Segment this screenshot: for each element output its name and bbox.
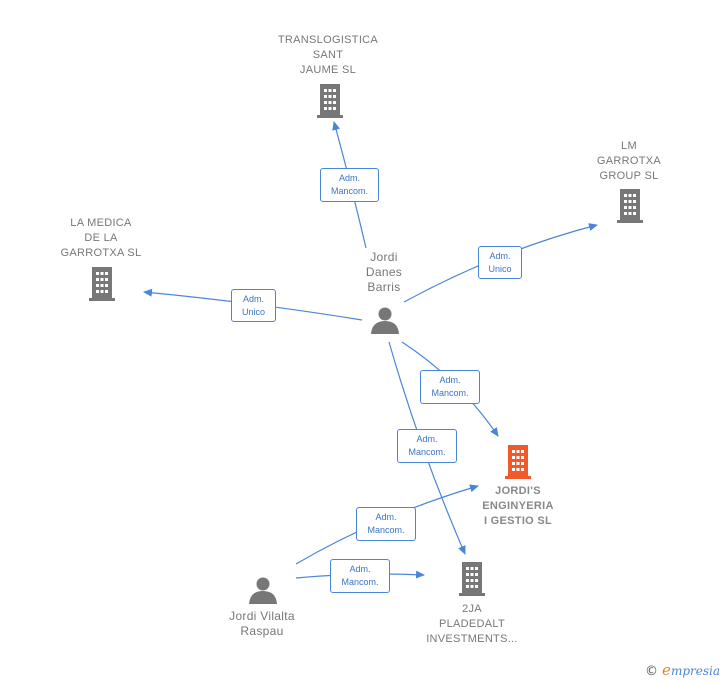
brand-initial: e [662, 661, 671, 679]
edge-label-line2: Mancom. [367, 525, 405, 535]
building-icon[interactable] [317, 84, 343, 118]
building-icon[interactable] [505, 445, 531, 479]
edge-label-line1: Adm. [338, 173, 360, 183]
edge-label-line1: Adm. [489, 251, 511, 261]
edge-label-line1: Adm. [416, 434, 438, 444]
company-label-translogistica[interactable]: TRANSLOGISTICA SANT JAUME SL [277, 34, 379, 76]
edge-label-adm-unico: Adm. Unico [478, 246, 522, 279]
company-label-pladedalt[interactable]: 2JA PLADEDALT INVESTMENTS... [426, 603, 518, 645]
edge-label-line1: Adm. [242, 294, 264, 304]
edge-label-line2: Unico [241, 307, 265, 317]
brand-name: mpresia [670, 664, 720, 678]
company-label-lm-garrotxa[interactable]: LM GARROTXA GROUP SL [596, 140, 662, 182]
company-label-la-medica[interactable]: LA MEDICA DE LA GARROTXA SL [60, 217, 142, 259]
edge-label-adm-mancom: Adm. Mancom. [320, 168, 379, 202]
building-icon[interactable] [459, 562, 485, 596]
copyright-symbol: © [645, 664, 659, 679]
person-label-jordi-vilalta[interactable]: Jordi Vilalta Raspau [229, 609, 295, 638]
edge-label-line1: Adm. [375, 512, 397, 522]
edge-label-line2: Unico [488, 264, 512, 274]
edge-label-adm-mancom: Adm. Mancom. [420, 370, 480, 404]
edge-label-adm-unico: Adm. Unico [231, 289, 276, 322]
edge-label-adm-mancom: Adm. Mancom. [397, 429, 457, 463]
edge-label-line2: Mancom. [408, 447, 446, 457]
person-icon[interactable] [249, 577, 277, 605]
empresia-watermark: ©empresia [645, 661, 720, 679]
person-icon[interactable] [371, 307, 399, 335]
edge-label-line1: Adm. [349, 564, 371, 574]
company-label-jordis-enginyeria[interactable]: JORDI'S ENGINYERIA I GESTIO SL [482, 485, 554, 527]
edge-label-line2: Mancom. [431, 388, 469, 398]
building-icon[interactable] [89, 267, 115, 301]
edge-label-line2: Mancom. [330, 186, 368, 196]
edge-label-adm-mancom: Adm. Mancom. [356, 507, 416, 541]
edge-label-line1: Adm. [439, 375, 461, 385]
edge-label-line2: Mancom. [341, 577, 379, 587]
edge-label-adm-mancom: Adm. Mancom. [330, 559, 390, 593]
person-label-jordi-danes[interactable]: Jordi Danes Barris [365, 250, 403, 294]
building-icon[interactable] [617, 189, 643, 223]
